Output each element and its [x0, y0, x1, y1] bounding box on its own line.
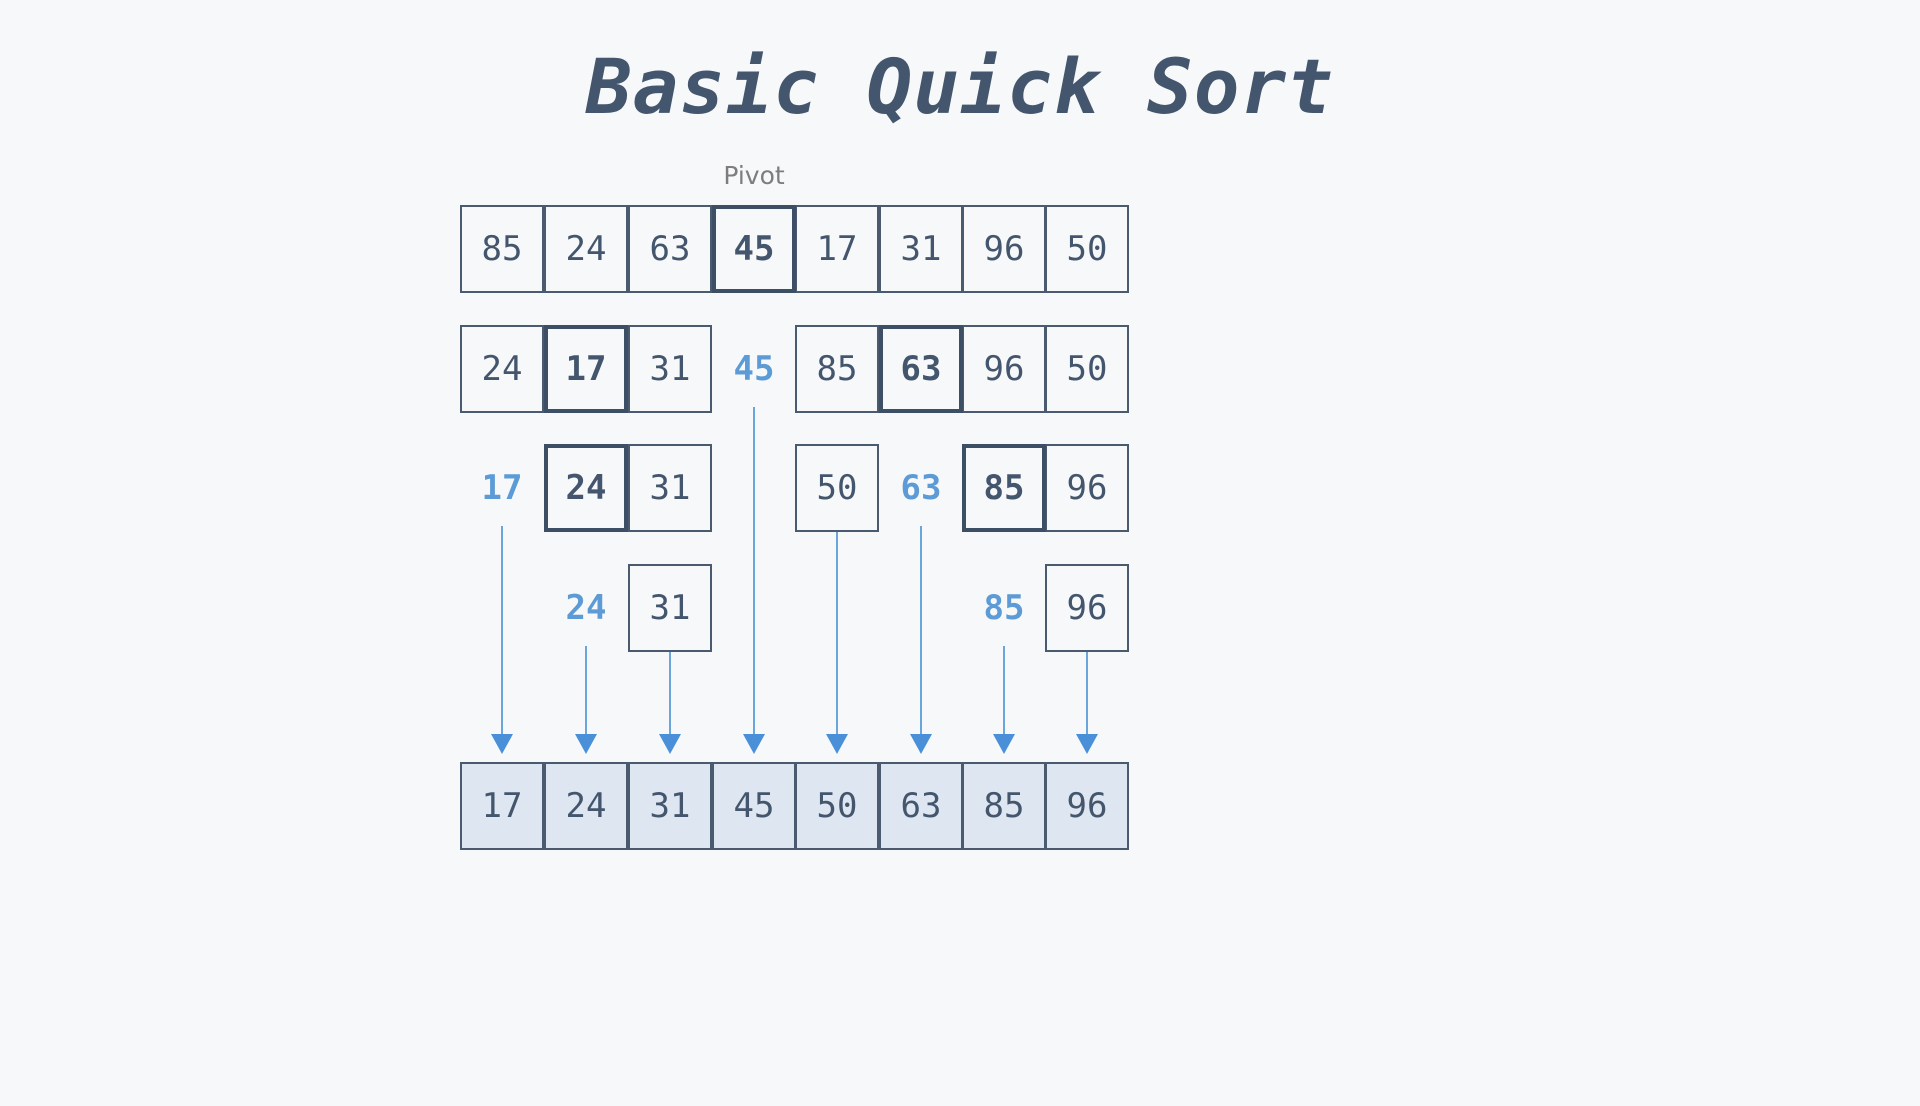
array-cell: 96 — [962, 325, 1046, 413]
array-cell: 63 — [628, 205, 712, 293]
array-cell: 85 — [795, 325, 879, 413]
sorted-cell: 63 — [879, 762, 963, 850]
sorted-cell: 50 — [795, 762, 879, 850]
page-title: Basic Quick Sort — [585, 42, 1335, 131]
array-cell: 31 — [628, 444, 712, 532]
pivot-cell: 85 — [962, 444, 1046, 532]
flow-arrow-head — [491, 734, 513, 754]
extracted-pivot-value: 85 — [983, 588, 1025, 628]
array-cell: 50 — [795, 444, 879, 532]
sorted-cell: 85 — [962, 762, 1046, 850]
flow-arrow-head — [575, 734, 597, 754]
array-cell: 96 — [1045, 444, 1129, 532]
array-cell: 24 — [460, 325, 544, 413]
extracted-pivot-value: 45 — [733, 349, 775, 389]
flow-arrow-line — [920, 526, 922, 734]
pivot-caption: Pivot — [723, 161, 785, 190]
array-cell: 31 — [628, 325, 712, 413]
flow-arrow-line — [1086, 652, 1088, 734]
array-cell: 50 — [1045, 205, 1129, 293]
array-cell: 31 — [628, 564, 712, 652]
flow-arrow-head — [910, 734, 932, 754]
array-cell: 85 — [460, 205, 544, 293]
pivot-cell: 24 — [544, 444, 628, 532]
array-cell: 96 — [962, 205, 1046, 293]
flow-arrow-head — [993, 734, 1015, 754]
array-cell: 17 — [795, 205, 879, 293]
pivot-cell: 45 — [712, 205, 796, 293]
flow-arrow-head — [1076, 734, 1098, 754]
pivot-cell: 63 — [879, 325, 963, 413]
array-cell: 31 — [879, 205, 963, 293]
extracted-pivot-value: 63 — [900, 468, 942, 508]
flow-arrow-head — [659, 734, 681, 754]
array-cell: 96 — [1045, 564, 1129, 652]
extracted-pivot-value: 24 — [565, 588, 607, 628]
sorted-cell: 96 — [1045, 762, 1129, 850]
sorted-cell: 45 — [712, 762, 796, 850]
extracted-pivot-value: 17 — [481, 468, 523, 508]
flow-arrow-line — [585, 646, 587, 734]
pivot-cell: 17 — [544, 325, 628, 413]
sorted-cell: 24 — [544, 762, 628, 850]
flow-arrow-head — [743, 734, 765, 754]
sorted-cell: 31 — [628, 762, 712, 850]
flow-arrow-line — [1003, 646, 1005, 734]
flow-arrow-head — [826, 734, 848, 754]
array-cell: 24 — [544, 205, 628, 293]
flow-arrow-line — [669, 652, 671, 734]
flow-arrow-line — [753, 407, 755, 734]
array-cell: 50 — [1045, 325, 1129, 413]
flow-arrow-line — [836, 532, 838, 734]
sorted-cell: 17 — [460, 762, 544, 850]
flow-arrow-line — [501, 526, 503, 734]
